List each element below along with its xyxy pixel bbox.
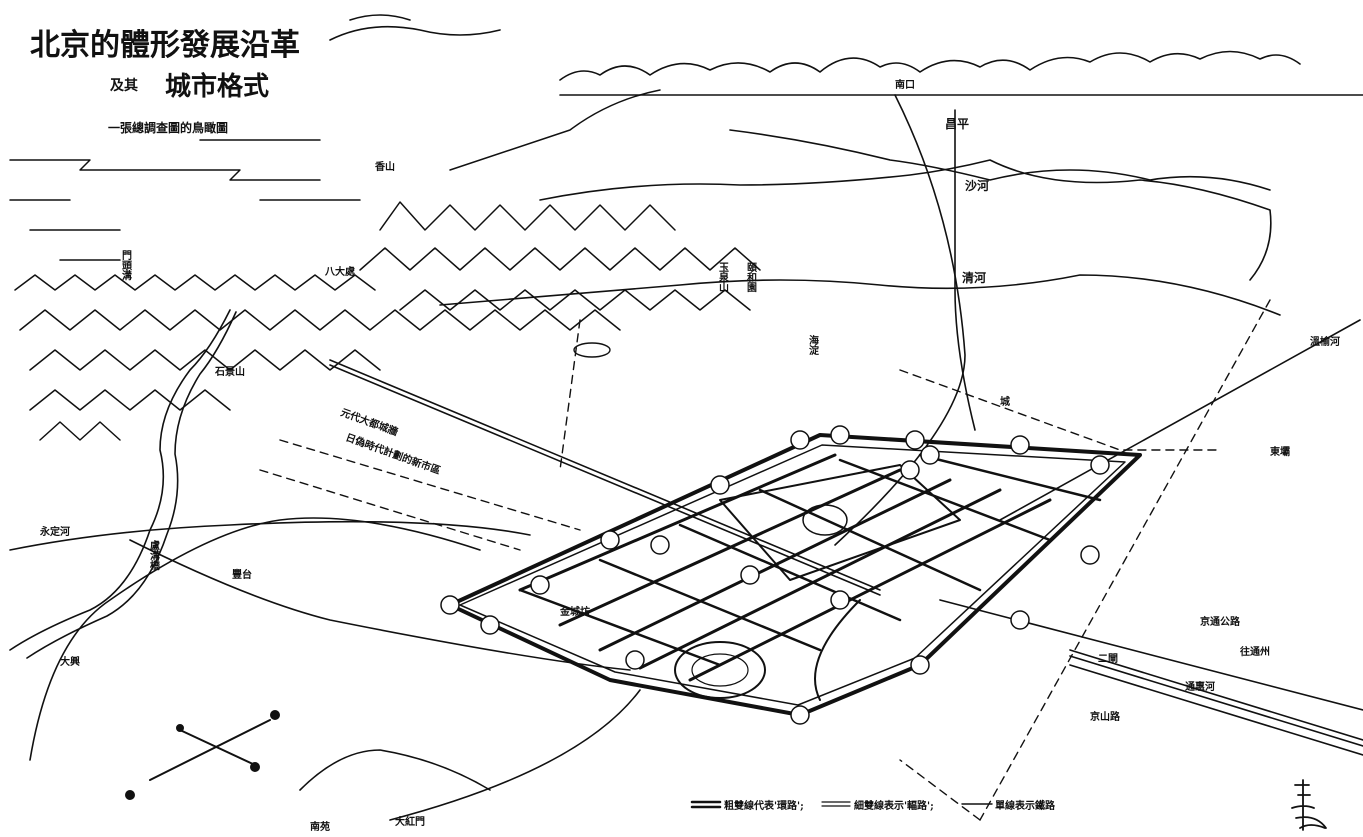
label-city: 城 (1000, 395, 1010, 408)
label-badachu: 八大處 (324, 265, 356, 278)
map-subtitle-prefix: 及其 (110, 78, 138, 94)
signature (1291, 779, 1327, 831)
label-yuquanshan: 玉泉山 (717, 262, 730, 293)
label-tongzhou: 往通州 (1240, 645, 1270, 658)
label-nanyuan: 南苑 (310, 820, 330, 833)
legend-thin-double: 細雙線表示'輻路'; (854, 799, 934, 812)
legend-thick-double-swatch (690, 800, 722, 809)
map-title: 北京的體形發展沿革 (30, 28, 300, 63)
label-shijingshan: 石景山 (214, 365, 245, 378)
legend: 粗雙線代表'環路'; 細雙線表示'輻路'; 單線表示鐵路 (690, 799, 1056, 812)
label-tonghuihe: 通惠河 (1185, 680, 1215, 693)
legend-single: 單線表示鐵路 (995, 799, 1056, 812)
railways (9, 319, 1363, 821)
label-xiangshan: 香山 (375, 160, 395, 173)
label-dahongmen: 大紅門 (395, 815, 425, 828)
legend-thick-double: 粗雙線代表'環路'; (724, 799, 804, 812)
label-yongdinghe: 永定河 (39, 525, 70, 538)
label-haidian: 海淀 (807, 334, 819, 356)
label-lugouqiao: 盧溝橋 (148, 539, 160, 571)
lake (573, 342, 611, 358)
label-yiheyuan: 頤和園 (745, 262, 758, 293)
label-jingtong: 京通公路 (1200, 615, 1241, 628)
label-ring-new: 日偽時代計劃的新市區 (344, 431, 442, 477)
western-hills (9, 89, 761, 441)
label-shahe: 沙河 (965, 178, 989, 193)
label-qinghe: 清河 (962, 270, 986, 285)
label-erzha: 二閘 (1098, 653, 1118, 665)
yongding-river (9, 309, 237, 659)
label-dongba: 東壩 (1270, 445, 1290, 458)
map-subtitle: 城市格式 (165, 71, 269, 102)
planned-boundary (259, 299, 1271, 821)
label-jingshan: 京山路 (1090, 710, 1121, 723)
label-daxing: 大興 (60, 655, 80, 668)
walled-city (448, 433, 1142, 717)
label-changping: 昌平 (945, 117, 969, 131)
label-jincheng: 金城坊 (559, 605, 590, 618)
label-nankou: 南口 (895, 78, 915, 91)
label-mentougou: 門頭溝 (120, 250, 132, 281)
legend-thin-double-swatch (821, 801, 851, 807)
label-fengtai: 豐台 (232, 568, 252, 581)
northern-rivers (439, 94, 1281, 546)
city-gates (440, 425, 1110, 725)
map-caption: 一張總調查圖的鳥瞰圖 (108, 120, 228, 135)
northern-mountains (329, 14, 1363, 96)
compass-rose (125, 710, 280, 800)
place-labels: 南口 昌平 沙河 清河 玉泉山 頤和園 海淀 香山 八大處 石景山 門頭溝 永定… (39, 78, 1340, 833)
label-wenyuhe: 溫榆河 (1310, 335, 1340, 348)
